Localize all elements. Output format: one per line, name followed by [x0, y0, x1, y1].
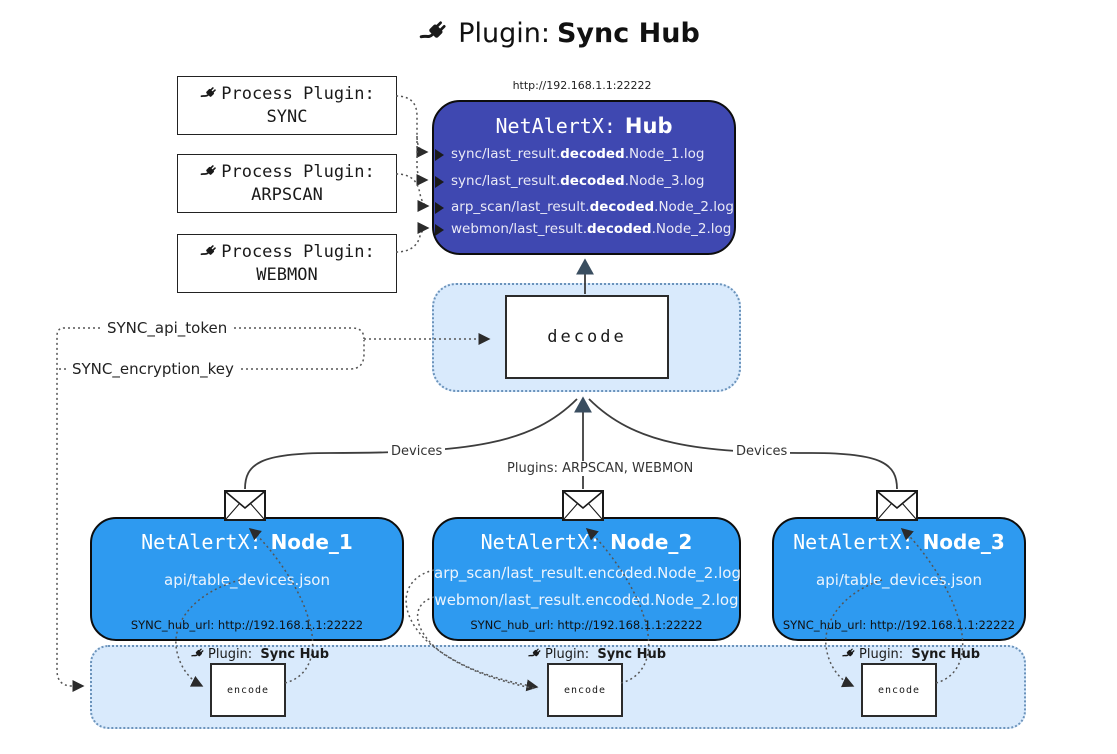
- log-mid: decoded: [560, 173, 625, 189]
- node-2-box: NetAlertX: Node_2 arp_scan/last_result.e…: [432, 517, 741, 641]
- hub-name: Hub: [624, 114, 673, 138]
- log-mid: decoded: [587, 221, 652, 237]
- hub-log-line: webmon/last_result.decoded.Node_2.log: [434, 221, 734, 237]
- title-name: Sync Hub: [556, 17, 700, 49]
- hub-log-line: sync/last_result.decoded.Node_3.log: [434, 173, 734, 189]
- node-hub-url: SYNC_hub_url: http://192.168.1.1:22222: [470, 618, 703, 632]
- plug-icon: [191, 648, 204, 657]
- process-plugin-name: SYNC: [266, 106, 308, 127]
- plug-icon: [200, 245, 217, 256]
- node-title: NetAlertX: Node_3: [774, 530, 1024, 554]
- envelope-icon: [224, 490, 266, 521]
- sync-api-token-label: SYNC_api_token: [103, 319, 232, 337]
- node-name: Node_2: [610, 530, 693, 554]
- arrow-right-icon: [435, 149, 444, 161]
- hub-box: NetAlertX: Hub sync/last_result.decoded.…: [432, 100, 736, 255]
- process-plugin-arpscan: Process Plugin: ARPSCAN: [177, 154, 397, 213]
- title-prefix: Plugin:: [458, 17, 550, 49]
- node-3-box: NetAlertX: Node_3 api/table_devices.json…: [772, 517, 1026, 641]
- encoder-plugin-name: Sync Hub: [911, 646, 981, 662]
- encoder-label: Plugin: Sync Hub: [190, 646, 329, 662]
- node-title: NetAlertX: Node_2: [434, 530, 739, 554]
- node-1-box: NetAlertX: Node_1 api/table_devices.json…: [90, 517, 404, 641]
- encoder-label: Plugin: Sync Hub: [841, 646, 980, 662]
- node-file: api/table_devices.json: [816, 571, 982, 589]
- encode-box: encode: [861, 663, 937, 717]
- node-app: NetAlertX:: [480, 530, 602, 554]
- encoder-plugin-label: Plugin:: [545, 646, 590, 662]
- encoder-label: Plugin: Sync Hub: [527, 646, 666, 662]
- log-post: .Node_2.log: [654, 199, 734, 215]
- hub-title: NetAlertX: Hub: [434, 114, 734, 138]
- node-app: NetAlertX:: [793, 530, 914, 554]
- log-pre: sync/last_result.: [451, 146, 561, 162]
- sync-encryption-key-label: SYNC_encryption_key: [68, 360, 238, 378]
- envelope-icon: [562, 490, 604, 521]
- process-plugin-name: ARPSCAN: [251, 184, 323, 205]
- log-post: .Node_3.log: [624, 173, 705, 189]
- process-plugin-label: Process Plugin:: [221, 161, 375, 182]
- node-file: api/table_devices.json: [164, 571, 330, 589]
- node-app: NetAlertX:: [141, 530, 262, 554]
- node-hub-url: SYNC_hub_url: http://192.168.1.1:22222: [782, 618, 1016, 632]
- log-pre: sync/last_result.: [451, 173, 561, 189]
- edge-label-plugins: Plugins: ARPSCAN, WEBMON: [504, 461, 697, 476]
- arrow-right-icon: [435, 224, 444, 236]
- encode-box: encode: [547, 663, 623, 717]
- page-title: Plugin: Sync Hub: [0, 16, 1117, 50]
- log-mid: decoded: [560, 146, 625, 162]
- node-hub-url: SYNC_hub_url: http://192.168.1.1:22222: [130, 618, 364, 632]
- log-post: .Node_1.log: [624, 146, 705, 162]
- node-title: NetAlertX: Node_1: [92, 530, 402, 554]
- process-plugin-sync: Process Plugin: SYNC: [177, 76, 397, 135]
- decode-box: decode: [505, 295, 669, 379]
- hub-log-line: sync/last_result.decoded.Node_1.log: [434, 146, 734, 162]
- process-plugin-webmon: Process Plugin: WEBMON: [177, 234, 397, 293]
- encoder-plugin-label: Plugin:: [859, 646, 904, 662]
- encoder-plugin-name: Sync Hub: [597, 646, 667, 662]
- plug-icon: [842, 648, 855, 657]
- hub-app: NetAlertX:: [495, 114, 616, 138]
- encoder-plugin-name: Sync Hub: [260, 646, 330, 662]
- process-plugin-label: Process Plugin:: [221, 241, 375, 262]
- node-name: Node_1: [270, 530, 353, 554]
- encode-box: encode: [210, 663, 286, 717]
- arrow-right-icon: [435, 202, 444, 214]
- process-plugin-name: WEBMON: [256, 264, 318, 285]
- plug-icon: [200, 165, 217, 176]
- log-pre: webmon/last_result.: [451, 221, 588, 237]
- log-pre: arp_scan/last_result.: [451, 199, 590, 215]
- node-file: webmon/last_result.encoded.Node_2.log: [434, 591, 739, 609]
- edge-label-devices-right: Devices: [733, 444, 791, 459]
- log-mid: decoded: [589, 199, 655, 215]
- plug-icon: [200, 87, 217, 98]
- arrow-right-icon: [435, 176, 444, 188]
- plug-icon: [528, 648, 541, 657]
- plug-icon: [419, 21, 446, 39]
- node-file: arp_scan/last_result.encoded.Node_2.log: [434, 564, 741, 582]
- node-name: Node_3: [922, 530, 1005, 554]
- process-plugin-label: Process Plugin:: [221, 83, 375, 104]
- hub-log-line: arp_scan/last_result.decoded.Node_2.log: [434, 199, 734, 215]
- envelope-icon: [876, 490, 918, 521]
- encoder-plugin-label: Plugin:: [208, 646, 253, 662]
- edge-label-devices-left: Devices: [388, 444, 446, 459]
- log-post: .Node_2.log: [651, 221, 732, 237]
- hub-url-label: http://192.168.1.1:22222: [512, 79, 652, 92]
